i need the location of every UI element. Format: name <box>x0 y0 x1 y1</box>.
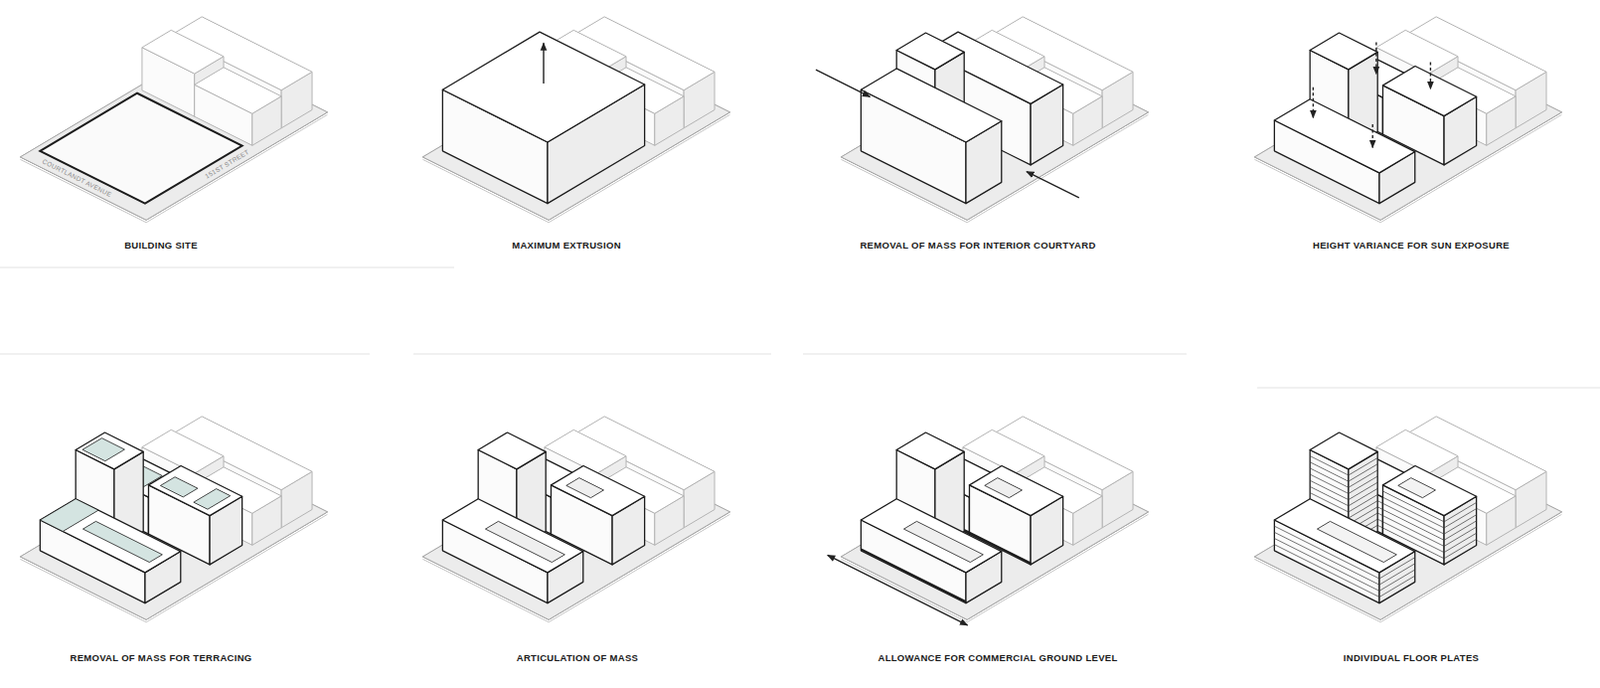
mass-roof <box>142 29 224 74</box>
mass-roof <box>860 498 1001 573</box>
step-caption: INDIVIDUAL FLOOR PLATES <box>1343 651 1479 663</box>
floor-plate-line <box>1382 502 1444 534</box>
direction-arrow <box>827 554 968 625</box>
floor-plate-line <box>1443 508 1477 528</box>
floor-plate-line <box>1348 458 1378 476</box>
divider-line <box>1257 387 1600 389</box>
floor-plate-line <box>1309 468 1349 487</box>
terrace-recess <box>566 478 605 498</box>
divider-line <box>0 353 370 355</box>
mass-roof <box>860 68 1001 143</box>
terrace-recess <box>484 520 565 562</box>
terrace-recess <box>82 520 162 562</box>
massing-panel <box>19 16 327 223</box>
direction-arrow <box>1026 171 1080 198</box>
floor-plate-line <box>1379 563 1416 585</box>
mass-roof <box>478 432 546 470</box>
floor-plate-line <box>1379 569 1416 591</box>
step-caption: HEIGHT VARIANCE FOR SUN EXPOSURE <box>1312 239 1510 251</box>
proposed-mass <box>442 498 583 604</box>
massing-panel <box>422 16 730 223</box>
street-name: COURTLANDT AVENUE <box>40 157 113 198</box>
mass-roof <box>442 31 644 143</box>
terrace-recess <box>82 438 125 462</box>
terrace-recess <box>984 478 1023 498</box>
mass-roof <box>148 465 242 515</box>
mass-roof <box>968 465 1063 515</box>
massing-panel <box>1254 416 1562 623</box>
mass-roof <box>1309 32 1378 70</box>
floor-plate-line <box>1443 520 1477 540</box>
terrace-recess <box>903 520 983 562</box>
step-caption: REMOVAL OF MASS FOR INTERIOR COURTYARD <box>859 239 1096 251</box>
mass-roof <box>1274 99 1415 173</box>
street-name: 151ST STREET <box>203 148 251 180</box>
step-caption: ARTICULATION OF MASS <box>516 651 639 663</box>
proposed-mass <box>860 68 1001 204</box>
proposed-mass <box>39 498 180 604</box>
divider-line <box>413 353 772 355</box>
mass-roof <box>896 32 964 70</box>
mass-roof <box>194 67 282 114</box>
floor-plate-line <box>1443 501 1477 521</box>
floor-plate-line <box>1382 496 1444 528</box>
mass-roof <box>550 465 644 515</box>
mass-roof <box>75 432 144 470</box>
step-caption: REMOVAL OF MASS FOR TERRACING <box>69 651 252 663</box>
commercial-band <box>860 548 966 602</box>
direction-arrow <box>542 42 544 84</box>
proposed-mass <box>442 31 644 203</box>
floor-plate-line <box>1309 462 1349 481</box>
floor-plate-line <box>1309 474 1349 493</box>
floor-plate-line <box>1443 532 1477 552</box>
floor-plate-line <box>1443 514 1477 534</box>
step-caption: ALLOWANCE FOR COMMERCIAL GROUND LEVEL <box>877 651 1118 663</box>
massing-panel <box>19 416 327 623</box>
terrace-recess <box>193 488 231 510</box>
floor-plate-line <box>1382 490 1444 522</box>
mass-roof <box>896 432 964 470</box>
direction-arrow <box>1312 87 1314 119</box>
direction-arrow <box>1430 61 1432 89</box>
panel-dividers <box>0 267 1600 388</box>
proposed-mass <box>1274 498 1415 604</box>
floor-plate-line <box>1443 526 1477 546</box>
floor-plate-line <box>1382 508 1444 540</box>
direction-arrow <box>1372 124 1374 148</box>
existing-building <box>194 67 282 146</box>
proposed-mass <box>860 498 1001 604</box>
terrace-recess <box>1316 520 1397 562</box>
floor-plate-line <box>1379 575 1416 597</box>
direction-arrow <box>815 69 871 97</box>
direction-arrow <box>1375 42 1377 75</box>
step-caption: MAXIMUM EXTRUSION <box>511 239 622 251</box>
massing-panel <box>422 416 730 623</box>
mass-roof <box>442 498 583 573</box>
divider-line <box>802 353 1187 355</box>
floor-plate-line <box>1443 538 1477 558</box>
floor-plate-line <box>1309 456 1349 476</box>
mass-roof <box>39 498 180 573</box>
terrace-recess <box>160 477 198 497</box>
divider-line <box>0 267 455 269</box>
massing-panel <box>827 416 1149 626</box>
massing-panel <box>815 16 1149 223</box>
step-caption: BUILDING SITE <box>124 239 198 251</box>
terrace-recess <box>1398 478 1437 498</box>
mass-roof <box>1382 465 1476 515</box>
mass-roof <box>1382 65 1476 116</box>
floor-plate-line <box>1309 480 1349 499</box>
proposed-mass <box>1274 99 1415 204</box>
massing-panel <box>1254 16 1562 223</box>
